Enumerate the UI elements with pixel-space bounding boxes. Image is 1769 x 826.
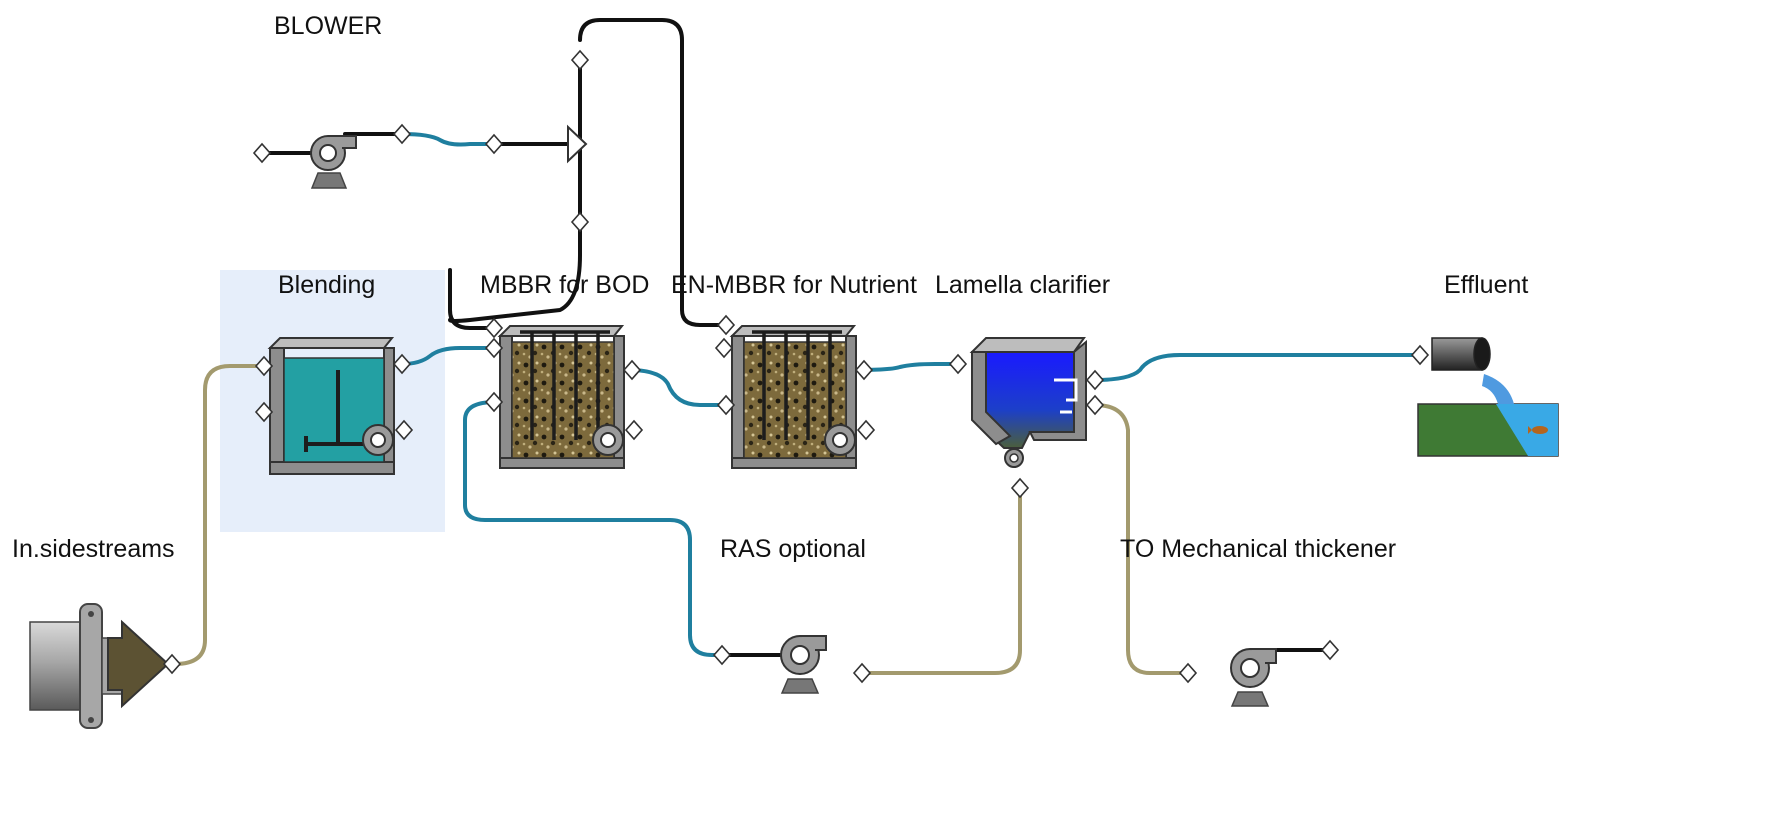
outfall-icon — [1417, 337, 1559, 457]
blending-label: Blending — [278, 271, 376, 299]
mbbr-bod-label: MBBR for BOD — [480, 271, 650, 299]
ras-pump-icon[interactable] — [780, 635, 827, 694]
lamella-label: Lamella clarifier — [935, 271, 1111, 299]
en-mbbr-label: EN-MBBR for Nutrient — [671, 271, 917, 299]
pump-icon — [362, 424, 394, 456]
inlet-pipe-icon — [29, 603, 170, 729]
en-mbbr-tank[interactable] — [729, 325, 857, 469]
air-blue-segment — [401, 132, 495, 147]
mixer-icon — [304, 370, 372, 452]
blower-icon[interactable] — [310, 135, 357, 189]
thickener-label: TO Mechanical thickener — [1120, 535, 1397, 563]
effluent-label: Effluent — [1444, 271, 1529, 299]
blending-tank[interactable] — [267, 337, 395, 475]
sludge-lines — [173, 364, 1190, 675]
lamella-clarifier[interactable] — [969, 337, 1087, 468]
ras-label: RAS optional — [720, 535, 866, 563]
thickener-pump-icon[interactable] — [1230, 648, 1277, 707]
pump-outlet-lines — [724, 648, 1330, 657]
air-header-diffuser — [567, 124, 588, 164]
sidestreams-label: In.sidestreams — [12, 535, 175, 563]
mbbr-bod-tank[interactable] — [497, 325, 625, 469]
water-lines — [400, 346, 1422, 657]
blower-label: BLOWER — [274, 12, 383, 40]
